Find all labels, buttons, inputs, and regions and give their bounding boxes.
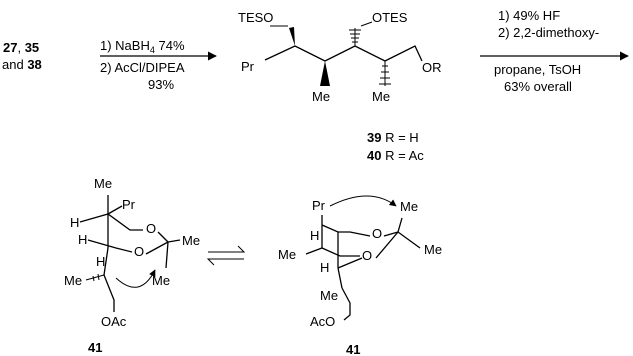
h-label-2: H	[320, 260, 329, 275]
h-label-1: H	[70, 215, 79, 230]
svg-text:and 38: and 38	[2, 57, 42, 72]
oac-label: OAc	[101, 314, 127, 329]
reaction-2-yield: 63% overall	[504, 79, 572, 94]
compound-39: 39	[367, 130, 381, 145]
starting-materials-label: 27, 35 and 38	[2, 40, 42, 72]
h-label-2: H	[78, 232, 87, 247]
me-bottom-label: Me	[320, 288, 338, 303]
teso-label: TESO	[238, 10, 273, 25]
pr-label-left: Pr	[122, 197, 136, 212]
svg-text:1) NaBH4 74%: 1) NaBH4 74%	[100, 38, 185, 55]
svg-text:39 R = H: 39 R = H	[367, 130, 419, 145]
reagent-propane-tsoh: propane, TsOH	[494, 62, 581, 77]
pr-label-right: Pr	[312, 198, 326, 213]
noe-arrow-left	[115, 269, 156, 288]
reaction-1-yield: 93%	[148, 77, 174, 92]
or-label: OR	[422, 60, 442, 75]
me-label-2: Me	[372, 89, 390, 104]
svg-text:40 R = Ac: 40 R = Ac	[367, 148, 424, 163]
reagent-hf: 1) 49% HF	[498, 8, 560, 23]
h-label-1: H	[310, 228, 319, 243]
compound-38: 38	[27, 57, 41, 72]
compound-35: 35	[25, 40, 39, 55]
reagent-dimethoxy: 2) 2,2-dimethoxy-	[498, 25, 599, 40]
me-label-r2: Me	[152, 273, 170, 288]
pr-label: Pr	[241, 59, 255, 74]
noe-arrow-right	[329, 195, 397, 207]
o-label-2: O	[362, 248, 372, 263]
otes-label: OTES	[372, 10, 408, 25]
reaction-step-2: 1) 49% HF 2) 2,2-dimethoxy- propane, TsO…	[480, 8, 629, 94]
me-top-label: Me	[94, 176, 112, 191]
o-label-1: O	[146, 221, 156, 236]
compound-39-40-labels: 39 R = H 40 R = Ac	[367, 130, 424, 163]
equilibrium-arrows	[206, 245, 246, 266]
h-label-3: H	[96, 254, 105, 269]
reagent-accl-dipea: 2) AcCl/DIPEA	[100, 60, 185, 75]
me-label-r2: Me	[424, 242, 442, 257]
structure-39-40: TESO OTES Pr Me Me OR	[238, 10, 442, 104]
compound-41-left: 41	[88, 340, 102, 355]
compound-40: 40	[367, 148, 381, 163]
compound-41-right: 41	[346, 342, 360, 356]
structure-41-left: Me Pr H H O O Me Me Me H OAc	[64, 176, 200, 329]
reaction-step-1: 1) NaBH4 74% 2) AcCl/DIPEA 93%	[100, 38, 217, 92]
me-label-r1: Me	[182, 233, 200, 248]
o-label-2: O	[134, 244, 144, 259]
me-label-1: Me	[312, 89, 330, 104]
compound-27: 27	[3, 40, 17, 55]
me-label-r1: Me	[400, 199, 418, 214]
structure-41-right: Pr Me Me O O H Me H Me AcO	[278, 195, 442, 329]
svg-text:27, 35: 27, 35	[3, 40, 39, 55]
me-side-label: Me	[64, 273, 82, 288]
aco-label: AcO	[310, 314, 335, 329]
me-left-label: Me	[278, 247, 296, 262]
o-label-1: O	[372, 226, 382, 241]
